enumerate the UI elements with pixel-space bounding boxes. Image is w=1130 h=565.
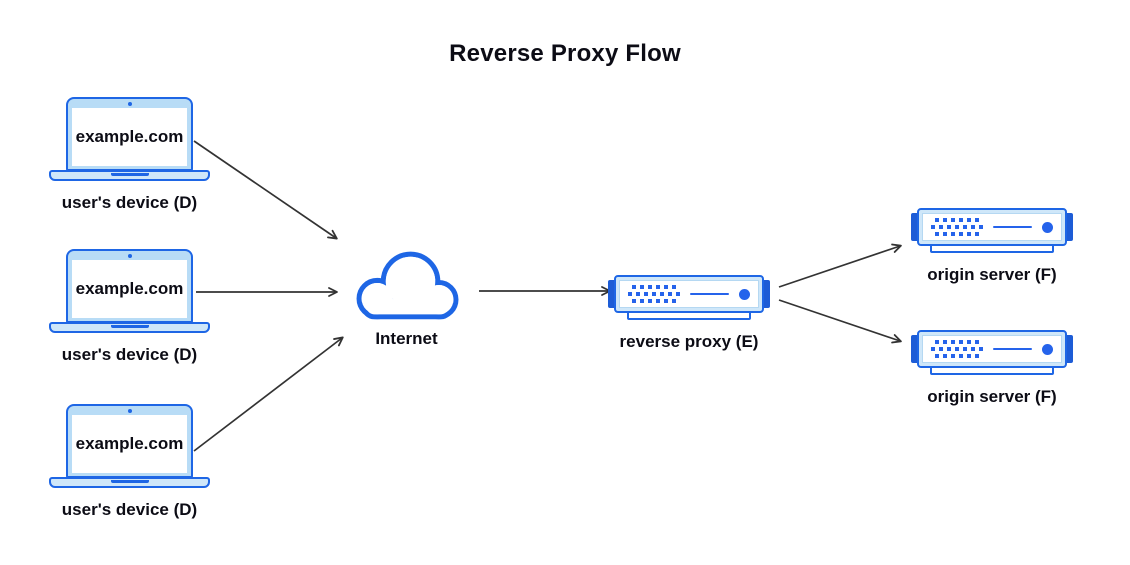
screen-url-text: example.com bbox=[75, 434, 184, 453]
laptop-icon: example.com bbox=[49, 404, 210, 488]
server-panel bbox=[922, 213, 1062, 241]
server-icon bbox=[608, 275, 770, 321]
screen-url-text: example.com bbox=[75, 279, 184, 298]
laptop-icon: example.com bbox=[49, 249, 210, 333]
laptop-lid: example.com bbox=[66, 249, 193, 323]
laptop-screen: example.com bbox=[72, 108, 187, 166]
laptop-lid: example.com bbox=[66, 97, 193, 171]
screen-url-text: example.com bbox=[75, 127, 184, 146]
dot-matrix-icon bbox=[931, 218, 983, 236]
internet-node: Internet bbox=[352, 251, 461, 349]
user-device-node-3: example.com user's device (D) bbox=[49, 404, 210, 520]
server-slot-line bbox=[993, 348, 1032, 350]
laptop-base bbox=[49, 170, 210, 181]
server-panel bbox=[922, 335, 1062, 363]
user-device-node-2: example.com user's device (D) bbox=[49, 249, 210, 365]
dot-matrix-icon bbox=[628, 285, 680, 303]
arrow-device3-to-internet bbox=[193, 336, 344, 452]
device-label: user's device (D) bbox=[61, 193, 198, 212]
server-panel bbox=[619, 280, 759, 308]
reverse-proxy-node: reverse proxy (E) bbox=[608, 275, 770, 352]
dot-matrix-icon bbox=[931, 340, 983, 358]
laptop-notch bbox=[110, 480, 149, 483]
arrow-proxy-to-origin2 bbox=[778, 299, 902, 344]
user-device-node-1: example.com user's device (D) bbox=[49, 97, 210, 213]
reverse-proxy-label: reverse proxy (E) bbox=[619, 332, 759, 351]
laptop-notch bbox=[110, 173, 149, 176]
camera-dot-icon bbox=[127, 102, 132, 106]
origin-server-node-2: origin server (F) bbox=[911, 330, 1073, 407]
server-icon bbox=[911, 208, 1073, 254]
device-label: user's device (D) bbox=[61, 500, 198, 519]
origin-server-node-1: origin server (F) bbox=[911, 208, 1073, 285]
server-slot-line bbox=[993, 226, 1032, 228]
laptop-notch bbox=[110, 325, 149, 328]
laptop-screen: example.com bbox=[72, 415, 187, 473]
arrow-device1-to-internet bbox=[193, 140, 338, 240]
server-box bbox=[917, 208, 1067, 246]
laptop-base bbox=[49, 322, 210, 333]
server-indicator-dot bbox=[1042, 343, 1053, 355]
server-indicator-dot bbox=[739, 288, 750, 300]
internet-label: Internet bbox=[375, 329, 438, 348]
camera-dot-icon bbox=[127, 409, 132, 413]
cloud-icon bbox=[356, 251, 459, 320]
origin-server-label: origin server (F) bbox=[927, 387, 1057, 406]
laptop-screen: example.com bbox=[72, 260, 187, 318]
diagram-title: Reverse Proxy Flow bbox=[449, 40, 681, 67]
laptop-base bbox=[49, 477, 210, 488]
arrow-proxy-to-origin1 bbox=[778, 243, 902, 288]
server-icon bbox=[911, 330, 1073, 376]
server-slot-line bbox=[690, 293, 729, 295]
laptop-icon: example.com bbox=[49, 97, 210, 181]
camera-dot-icon bbox=[127, 254, 132, 258]
origin-server-label: origin server (F) bbox=[927, 265, 1057, 284]
device-label: user's device (D) bbox=[61, 345, 198, 364]
laptop-lid: example.com bbox=[66, 404, 193, 478]
server-box bbox=[917, 330, 1067, 368]
server-indicator-dot bbox=[1042, 221, 1053, 233]
server-box bbox=[614, 275, 764, 313]
